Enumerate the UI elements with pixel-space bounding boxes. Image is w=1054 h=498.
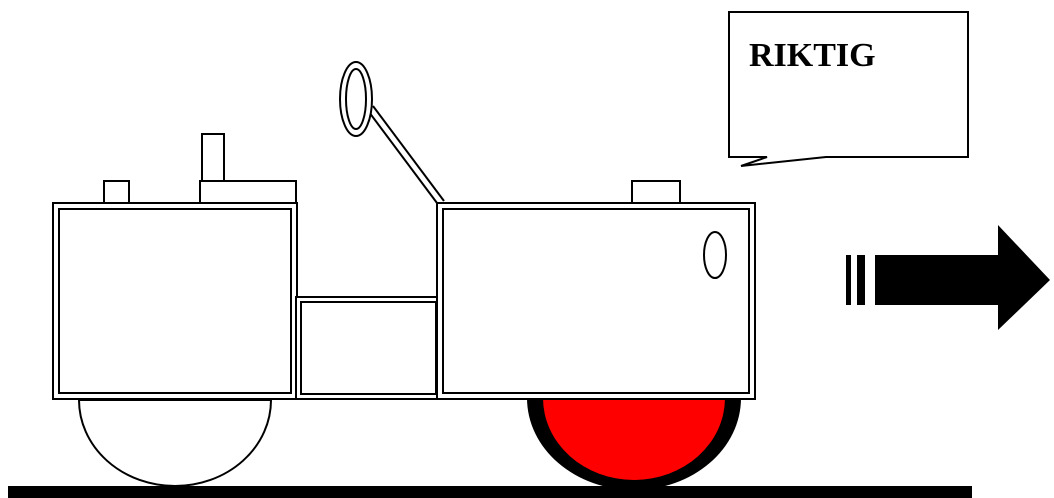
headlight xyxy=(704,232,726,278)
seat xyxy=(200,134,296,203)
middle-body xyxy=(296,297,441,399)
steering-column xyxy=(366,106,444,203)
front-cap xyxy=(632,181,680,203)
front-wheel xyxy=(527,398,741,490)
front-body xyxy=(437,203,755,399)
rear-body xyxy=(53,203,297,399)
steering-handle-icon xyxy=(340,62,372,136)
speech-callout: RIKTIG xyxy=(729,12,968,166)
rear-cap-left xyxy=(104,181,129,203)
ground-line xyxy=(8,486,972,498)
right-arrow-icon xyxy=(846,225,1050,330)
rear-wheel xyxy=(79,400,271,486)
callout-text: RIKTIG xyxy=(749,37,876,74)
